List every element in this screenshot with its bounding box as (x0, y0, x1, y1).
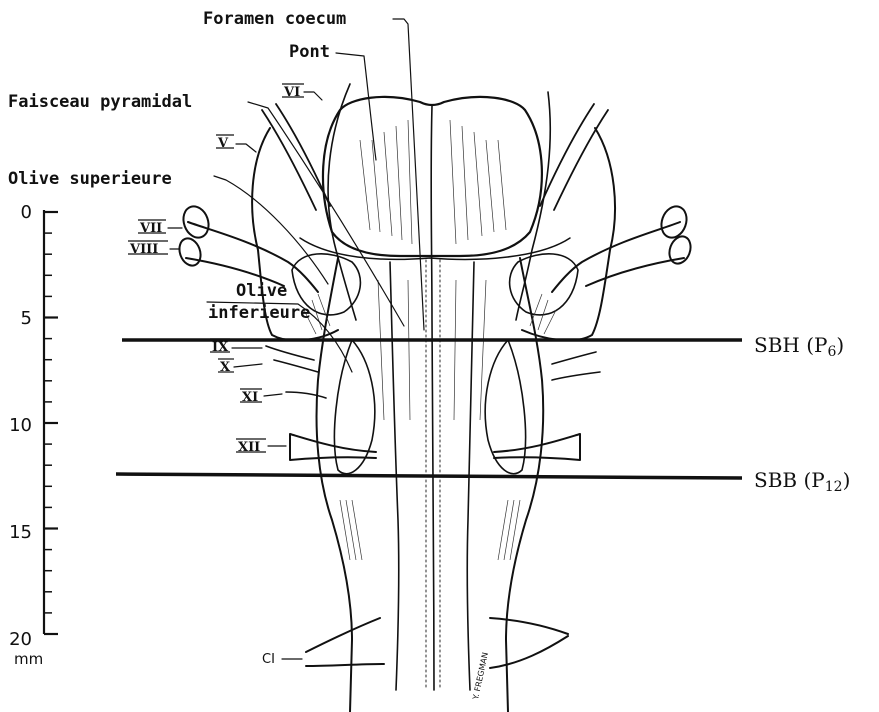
scale-unit: mm (14, 650, 43, 668)
label-faisceau-pyramidal: Faisceau pyramidal (8, 92, 192, 112)
label-olive-superieure: Olive superieure (8, 169, 172, 189)
nerve-xii-label: XII (238, 440, 260, 455)
nerve-c1-label: CI (262, 652, 275, 667)
label-olive-inferieure-2: inferieure (208, 303, 310, 323)
sbb-level-line (116, 474, 742, 478)
nerve-v-label: V (217, 136, 229, 151)
nerve-viii-label: VIII (129, 242, 158, 257)
label-olive-inferieure-1: Olive (236, 281, 287, 301)
sbb-name: SBB (754, 468, 797, 492)
sbb-index: 12 (825, 479, 843, 495)
nerve-xi-label: XI (242, 390, 258, 405)
sbh-index: 6 (827, 344, 836, 360)
label-foramen-coecum: Foramen coecum (203, 9, 346, 29)
svg-text:SBH (P6): SBH (P6) (754, 333, 844, 360)
scale-tick-15: 15 (9, 522, 32, 543)
nerve-ix-label: IX (212, 340, 229, 355)
artist-signature: Y. FREGMAN (471, 651, 490, 701)
scale-tick-20: 20 (9, 629, 32, 650)
nerve-vi-label: VI (283, 85, 300, 100)
sbb-sub: P (811, 468, 824, 492)
scale-tick-5: 5 (21, 308, 32, 329)
scale-minor-ticks (44, 212, 58, 634)
level-label-sbb: SBB (P12) (754, 468, 850, 495)
label-pont: Pont (289, 42, 330, 62)
level-label-sbh: SBH (P6) (754, 333, 844, 360)
scale-tick-10: 10 (9, 415, 32, 436)
scale-bar: 0 5 10 15 20 mm (9, 202, 58, 668)
svg-text:SBB (P12): SBB (P12) (754, 468, 850, 495)
scale-tick-0: 0 (21, 202, 32, 223)
sbh-sub: P (814, 333, 827, 357)
nerve-x-label: X (220, 360, 231, 375)
nerve-vii-label: VII (139, 221, 162, 236)
sbh-name: SBH (754, 333, 800, 357)
